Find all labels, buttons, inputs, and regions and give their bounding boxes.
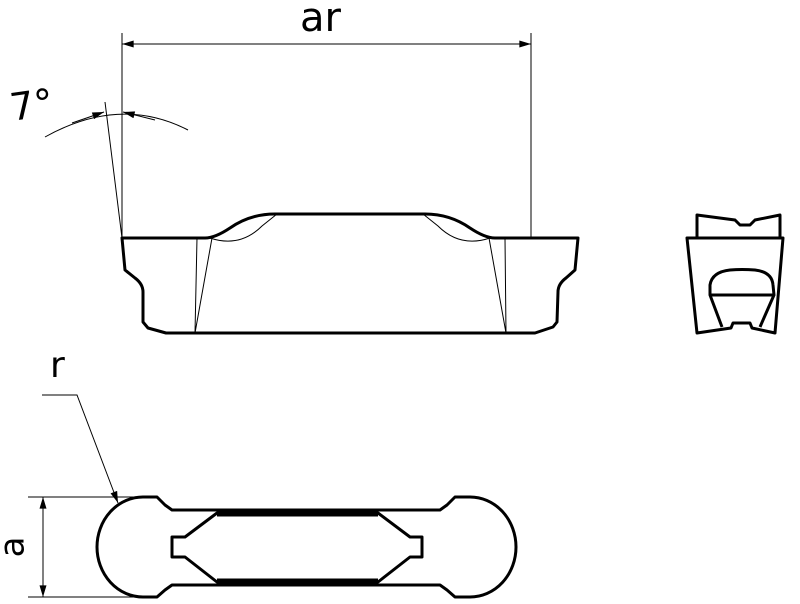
r-leader <box>42 394 119 504</box>
front-view-chip-breaker-left <box>209 213 278 242</box>
angle-dimension <box>44 101 189 239</box>
side-view-body <box>685 236 785 335</box>
side-view <box>685 213 785 335</box>
a-dimension <box>28 496 150 598</box>
side-view-top-block <box>695 213 782 237</box>
side-view-pocket <box>708 268 776 328</box>
a-label: a <box>0 537 32 558</box>
plan-view <box>95 495 518 599</box>
angle-label: 7° <box>7 80 57 130</box>
ar-dimension <box>121 33 532 238</box>
front-view-clearance-right <box>488 237 507 334</box>
front-view-outline <box>120 212 580 335</box>
plan-view-outline <box>95 495 518 599</box>
front-view-clearance-left <box>194 237 213 334</box>
front-view-chip-breaker-right <box>422 213 491 242</box>
plan-view-pocket <box>170 511 424 584</box>
r-label: r <box>50 345 65 386</box>
front-view <box>120 212 580 335</box>
ar-label: ar <box>300 0 341 41</box>
